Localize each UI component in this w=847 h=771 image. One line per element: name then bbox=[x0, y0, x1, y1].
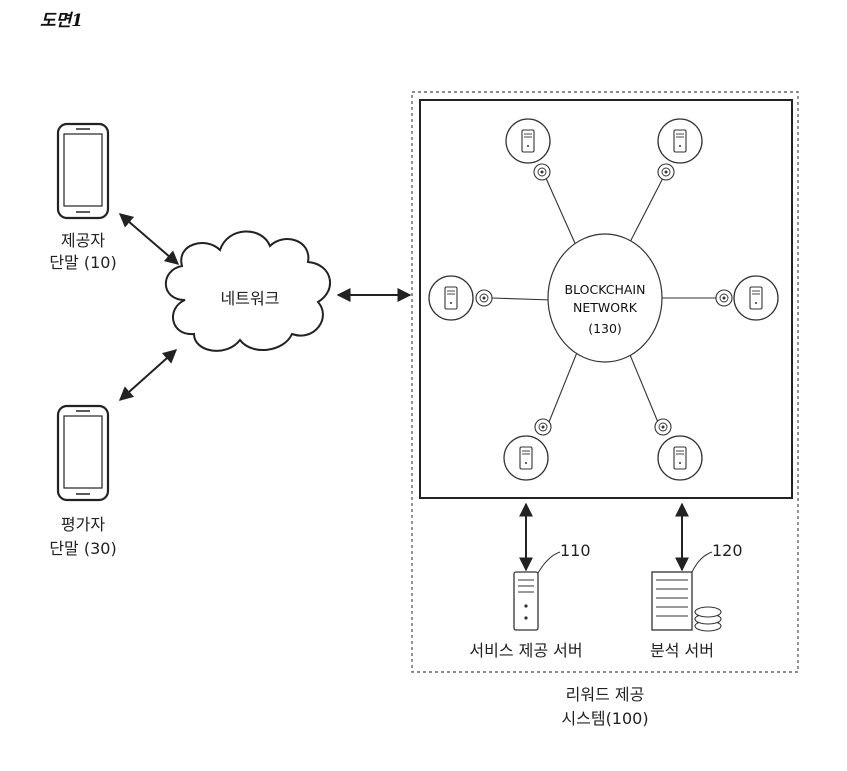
figure-label: 도면1 bbox=[40, 11, 83, 31]
service-server-leader bbox=[537, 551, 561, 574]
network-label: 네트워크 bbox=[221, 289, 280, 308]
analysis-server-ref: 120 bbox=[712, 541, 743, 560]
evaluator-terminal-label-line1: 평가자 bbox=[61, 515, 105, 534]
reward-system-boundary bbox=[411, 91, 799, 673]
reward-system-label-line1: 리워드 제공 bbox=[566, 685, 645, 704]
service-server-label: 서비스 제공 서버 bbox=[469, 641, 582, 660]
blockchain-spokes bbox=[491, 175, 720, 433]
evaluator-network-arrow bbox=[118, 349, 178, 401]
blockchain-label-line1: BLOCKCHAIN bbox=[565, 282, 646, 297]
provider-terminal-label-line1: 제공자 bbox=[61, 231, 105, 250]
provider-terminal-label-line2: 단말 (10) bbox=[49, 253, 116, 272]
service-server-ref: 110 bbox=[560, 541, 591, 560]
analysis-server-label: 분석 서버 bbox=[650, 641, 714, 660]
provider-terminal-phone-icon bbox=[56, 122, 110, 220]
blockchain-center bbox=[547, 233, 663, 363]
analysis-server-leader bbox=[691, 551, 713, 573]
service-server-icon bbox=[513, 571, 539, 631]
analysis-server-icon bbox=[651, 571, 722, 632]
reward-system-label-line2: 시스템(100) bbox=[561, 709, 648, 728]
evaluator-terminal-phone-icon bbox=[56, 404, 110, 502]
evaluator-terminal-label-line2: 단말 (30) bbox=[49, 539, 116, 558]
blockchain-label-line2: NETWORK bbox=[573, 300, 638, 315]
blockchain-label-line3: (130) bbox=[588, 321, 622, 336]
provider-network-arrow bbox=[118, 213, 180, 265]
network-cloud-icon bbox=[164, 230, 331, 352]
